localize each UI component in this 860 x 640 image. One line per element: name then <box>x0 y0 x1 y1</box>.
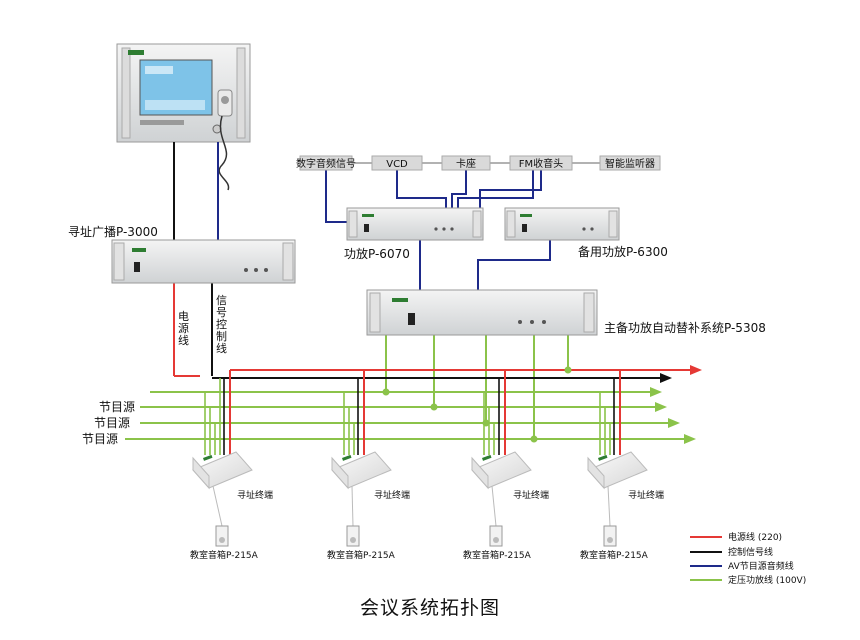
svg-text:AV节目源音频线: AV节目源音频线 <box>728 560 794 572</box>
terminal-4: 寻址终端 <box>587 451 664 501</box>
device-amp-backup: 备用功放P-6300 <box>504 207 668 259</box>
terminal-4-label: 寻址终端 <box>628 489 664 501</box>
svg-text:卡座: 卡座 <box>456 157 476 170</box>
vertical-labels: 电源线 信号控制线 <box>178 294 227 355</box>
speaker-4: 教室音箱P-215A <box>580 525 649 561</box>
source-digital-audio: 数字音频信号 <box>296 155 356 171</box>
terminal-2: 寻址终端 <box>331 451 410 501</box>
svg-text:数字音频信号: 数字音频信号 <box>296 157 356 170</box>
program-source-1: 节目源 <box>99 400 135 414</box>
speaker-2-label: 教室音箱P-215A <box>327 549 396 561</box>
program-source-labels: 节目源 节目源 节目源 <box>82 400 135 446</box>
terminal-2-label: 寻址终端 <box>374 489 410 501</box>
speaker-3: 教室音箱P-215A <box>463 525 532 561</box>
svg-text:智能监听器: 智能监听器 <box>605 157 655 170</box>
program-source-2: 节目源 <box>94 416 130 430</box>
device-paging-unit: 寻址广播P-3000 <box>68 225 296 284</box>
terminal-drops-1 <box>204 370 231 455</box>
wiring <box>125 142 702 527</box>
paging-console-image <box>116 43 251 191</box>
source-cassette: 卡座 <box>441 155 491 171</box>
svg-text:FM收音头: FM收音头 <box>519 157 563 170</box>
source-boxes: 数字音频信号 VCD 卡座 FM收音头 智能监听器 <box>296 155 661 171</box>
svg-text:电源线 (220): 电源线 (220) <box>728 531 782 543</box>
control-line-label: 信号控制线 <box>216 294 227 355</box>
device-amp-main: 功放P-6070 <box>344 207 484 261</box>
terminal-1: 寻址终端 <box>192 451 273 501</box>
svg-text:定压功放线 (100V): 定压功放线 (100V) <box>728 574 806 586</box>
diagram-title: 会议系统拓扑图 <box>360 597 500 619</box>
svg-text:VCD: VCD <box>386 159 408 170</box>
terminal-3: 寻址终端 <box>471 451 549 501</box>
source-fm-tuner: FM收音头 <box>509 155 573 171</box>
amp-backup-label: 备用功放P-6300 <box>578 244 668 259</box>
source-smart-monitor: 智能监听器 <box>599 155 661 171</box>
speaker-1: 教室音箱P-215A <box>190 525 259 561</box>
device-switcher: 主备功放自动替补系统P-5308 <box>366 289 766 336</box>
terminal-drops-2 <box>343 370 365 455</box>
speakers: 教室音箱P-215A 教室音箱P-215A 教室音箱P-215A 教室音箱P-2… <box>190 525 649 561</box>
terminal-1-label: 寻址终端 <box>237 489 273 501</box>
speaker-4-label: 教室音箱P-215A <box>580 549 649 561</box>
switcher-label: 主备功放自动替补系统P-5308 <box>604 320 766 335</box>
address-terminals: 寻址终端 寻址终端 寻址终端 寻址终端 <box>192 451 664 501</box>
terminal-drops-3 <box>483 370 506 455</box>
amp-main-label: 功放P-6070 <box>344 246 410 261</box>
speaker-2: 教室音箱P-215A <box>327 525 396 561</box>
legend-av: AV节目源音频线 <box>690 560 794 572</box>
speaker-3-label: 教室音箱P-215A <box>463 549 532 561</box>
legend-power: 电源线 (220) <box>690 531 782 543</box>
paging-unit-label: 寻址广播P-3000 <box>68 225 158 239</box>
legend-control: 控制信号线 <box>690 546 773 558</box>
power-line-label: 电源线 <box>178 310 189 347</box>
svg-text:控制信号线: 控制信号线 <box>728 546 773 558</box>
terminal-drops-4 <box>599 370 621 455</box>
speaker-1-label: 教室音箱P-215A <box>190 549 259 561</box>
program-source-3: 节目源 <box>82 432 118 446</box>
legend-100v: 定压功放线 (100V) <box>690 574 806 586</box>
source-vcd: VCD <box>371 155 423 171</box>
legend: 电源线 (220) 控制信号线 AV节目源音频线 定压功放线 (100V) <box>690 531 806 586</box>
terminal-3-label: 寻址终端 <box>513 489 549 501</box>
